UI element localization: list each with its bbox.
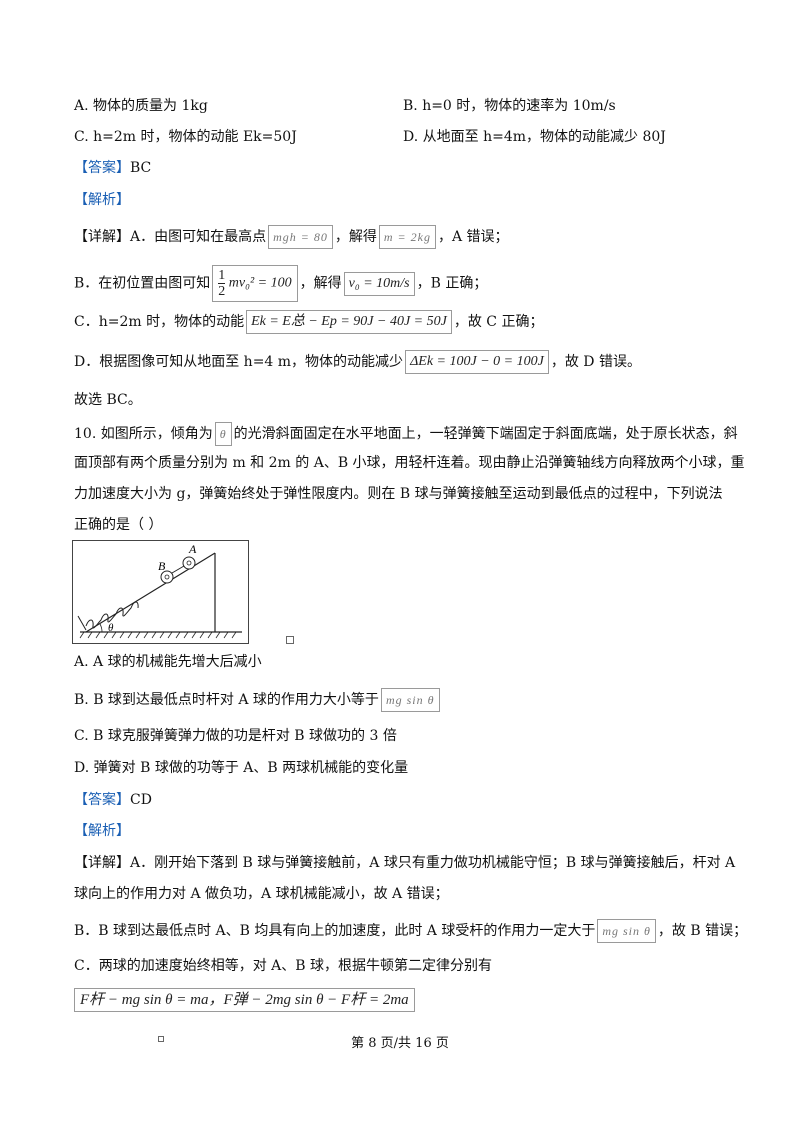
detail-text: ，解得: [334, 229, 377, 245]
formula-box: mg sin θ: [380, 688, 440, 712]
theta-box: θ: [214, 422, 232, 446]
q9-option-d: D. 从地面至 h=4m，物体的动能减少 80J: [403, 129, 666, 145]
q10-detail-line1: 【详解】A．刚开始下落到 B 球与弹簧接触前，A 球只有重力做功机械能守恒；B …: [74, 855, 736, 871]
ball-b-center: [164, 574, 170, 580]
q10-detail-line4: C．两球的加速度始终相等，对 A、B 球，根据牛顿第二定律分别有: [74, 958, 493, 974]
placeholder-square: [286, 636, 294, 644]
detail-text: 【详解】A．由图可知在最高点: [74, 229, 267, 245]
q10-stem-line2: 面顶部有两个质量分别为 m 和 2m 的 A、B 小球，用轻杆连着。现由静止沿弹…: [74, 455, 745, 471]
detail-text: ，故 D 错误。: [550, 354, 641, 370]
detail-text: ，解得: [299, 275, 342, 292]
label-a: A: [188, 542, 197, 556]
figure-frame: [72, 540, 249, 644]
formula-box: m = 2kg: [378, 225, 436, 249]
q10-answer: 【答案】CD: [74, 790, 152, 810]
label-b: B: [158, 559, 166, 573]
formula-box: mgh = 80: [268, 225, 333, 249]
q10-option-a: A. A 球的机械能先增大后减小: [74, 654, 262, 670]
answer-label: 【答案】: [74, 160, 130, 176]
incline-figure: A B θ: [72, 540, 249, 644]
detail-text: ，A 错误；: [437, 229, 509, 245]
q10-equation: F杆 − mg sin θ = ma，F弹 − 2mg sin θ − F杆 =…: [72, 988, 417, 1012]
detail-text: ，故 C 正确；: [453, 314, 544, 330]
answer-value: BC: [130, 160, 152, 176]
q10-detail-line3: B．B 球到达最低点时 A、B 均具有向上的加速度，此时 A 球受杆的作用力一定…: [74, 919, 747, 943]
formula-box: ΔEk = 100J − 0 = 100J: [405, 350, 549, 374]
label-theta: θ: [108, 622, 114, 634]
q9-answer: 【答案】BC: [74, 158, 151, 178]
detail-text: ，B 正确；: [416, 275, 488, 292]
incline-surface: [85, 552, 216, 633]
spring-base: [77, 615, 87, 631]
ball-a: [182, 556, 196, 570]
q10-stem-line4: 正确的是（ ）: [74, 517, 163, 533]
formula-box: v₀ = 10m/s: [343, 271, 415, 296]
answer-label: 【答案】: [74, 792, 130, 808]
ball-b: [160, 570, 174, 584]
q9-option-c: C. h=2m 时，物体的动能 Ek=50J: [74, 129, 297, 145]
q9-option-b: B. h=0 时，物体的速率为 10m/s: [403, 98, 616, 114]
q9-option-a: A. 物体的质量为 1kg: [74, 98, 208, 114]
footer-square: [158, 1036, 164, 1042]
formula-box: F杆 − mg sin θ = ma，F弹 − 2mg sin θ − F杆 =…: [74, 988, 415, 1012]
q10-stem-line3: 力加速度大小为 g，弹簧始终处于弹性限度内。则在 B 球与弹簧接触至运动到最低点…: [74, 486, 723, 502]
ball-a-center: [186, 560, 192, 566]
formula-box: mg sin θ: [597, 919, 656, 943]
formula-box: Ek = E总 − Ep = 90J − 40J = 50J: [246, 310, 452, 334]
detail-text: C．h=2m 时，物体的动能: [74, 314, 245, 330]
q10-option-c: C. B 球克服弹簧弹力做的功是杆对 B 球做功的 3 倍: [74, 728, 397, 744]
page-number: 第 8 页/共 16 页: [351, 1036, 449, 1051]
detail-text: D．根据图像可知从地面至 h=4 m，物体的动能减少: [74, 354, 404, 370]
answer-value: CD: [130, 792, 152, 808]
q10-option-d: D. 弹簧对 B 球做的功等于 A、B 两球机械能的变化量: [74, 760, 409, 776]
q9-conclusion: 故选 BC。: [74, 392, 142, 408]
connecting-rod: [171, 565, 185, 574]
detail-text: B．在初位置由图可知: [74, 275, 211, 292]
q9-analysis-label: 【解析】: [74, 192, 130, 208]
angle-arc: [99, 623, 103, 633]
q10-analysis-label: 【解析】: [74, 823, 130, 839]
spring-coil: [85, 601, 139, 629]
q10-detail-line2: 球向上的作用力对 A 做负功，A 球机械能减小，故 A 错误；: [74, 886, 449, 902]
ground-hatching: [79, 631, 237, 639]
